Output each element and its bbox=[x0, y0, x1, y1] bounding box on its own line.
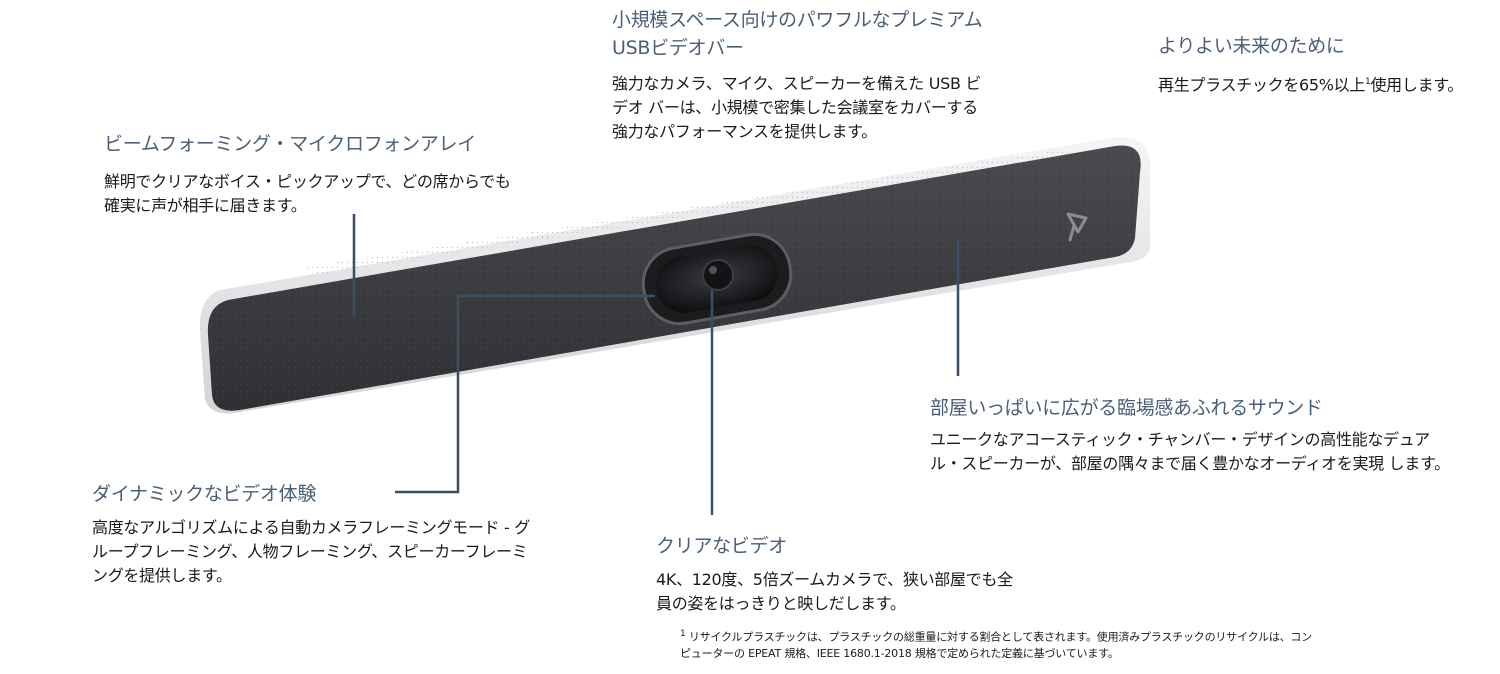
camera-module bbox=[641, 232, 793, 326]
feature-better-future: よりよい未来のために 再生プラスチックを65%以上1使用します。 bbox=[1158, 34, 1498, 97]
feature-dynamic-video-desc: 高度なアルゴリズムによる自動カメラフレーミングモード - グループフレーミング、… bbox=[92, 518, 530, 585]
feature-usb-desc: 強力なカメラ、マイク、スピーカーを備えた USB ビデオ バーは、小規模で密集し… bbox=[612, 74, 982, 141]
footnote-ref: 1 bbox=[1365, 77, 1371, 87]
feature-dynamic-video: ダイナミックなビデオ体験 高度なアルゴリズムによる自動カメラフレーミングモード … bbox=[92, 482, 552, 588]
footnote-marker: 1 bbox=[680, 629, 686, 639]
feature-future-desc: 再生プラスチックを65%以上1使用します。 bbox=[1158, 70, 1498, 97]
feature-clear-video-desc: 4K、120度、5倍ズームカメラで、狭い部屋でも全員の姿をはっきりと映しだします… bbox=[656, 570, 1013, 613]
feature-clear-video-title: クリアなビデオ bbox=[656, 535, 787, 557]
feature-sound: 部屋いっぱいに広がる臨場感あふれるサウンド ユニークなアコースティック・チャンバ… bbox=[930, 396, 1470, 476]
feature-usb-title-line2: USBビデオバー bbox=[612, 37, 744, 59]
footnote-text: リサイクルプラスチックは、プラスチックの総重量に対する割合として表されます。使用… bbox=[680, 630, 1313, 660]
feature-dynamic-video-title: ダイナミックなビデオ体験 bbox=[92, 483, 317, 505]
callout-line-dynamic-video bbox=[395, 294, 655, 494]
camera-lens bbox=[702, 259, 734, 291]
poly-logo bbox=[1066, 212, 1088, 242]
feature-future-desc-end: 使用します。 bbox=[1370, 75, 1464, 95]
feature-usb-title: 小規模スペース向けのパワフルなプレミアム USBビデオバー bbox=[612, 6, 1012, 62]
footnote: 1 リサイクルプラスチックは、プラスチックの総重量に対する割合として表されます。… bbox=[680, 626, 1320, 662]
feature-beamforming: ビームフォーミング・マイクロフォンアレイ 鮮明でクリアなボイス・ピックアップで、… bbox=[104, 132, 544, 218]
feature-future-title: よりよい未来のために bbox=[1158, 35, 1345, 57]
feature-sound-title: 部屋いっぱいに広がる臨場感あふれるサウンド bbox=[930, 397, 1323, 419]
feature-usb-video-bar: 小規模スペース向けのパワフルなプレミアム USBビデオバー 強力なカメラ、マイク… bbox=[612, 6, 1012, 144]
feature-usb-title-line1: 小規模スペース向けのパワフルなプレミアム bbox=[612, 9, 983, 31]
feature-beamforming-title: ビームフォーミング・マイクロフォンアレイ bbox=[104, 133, 476, 155]
feature-beamforming-desc: 鮮明でクリアなボイス・ピックアップで、どの席からでも確実に声が相手に届きます。 bbox=[104, 172, 511, 215]
feature-sound-desc: ユニークなアコースティック・チャンバー・デザインの高性能なデュアル・スピーカーが… bbox=[930, 430, 1450, 473]
feature-future-desc-main: 再生プラスチックを65%以上 bbox=[1158, 75, 1366, 95]
feature-clear-video: クリアなビデオ 4K、120度、5倍ズームカメラで、狭い部屋でも全員の姿をはっき… bbox=[656, 534, 1056, 616]
